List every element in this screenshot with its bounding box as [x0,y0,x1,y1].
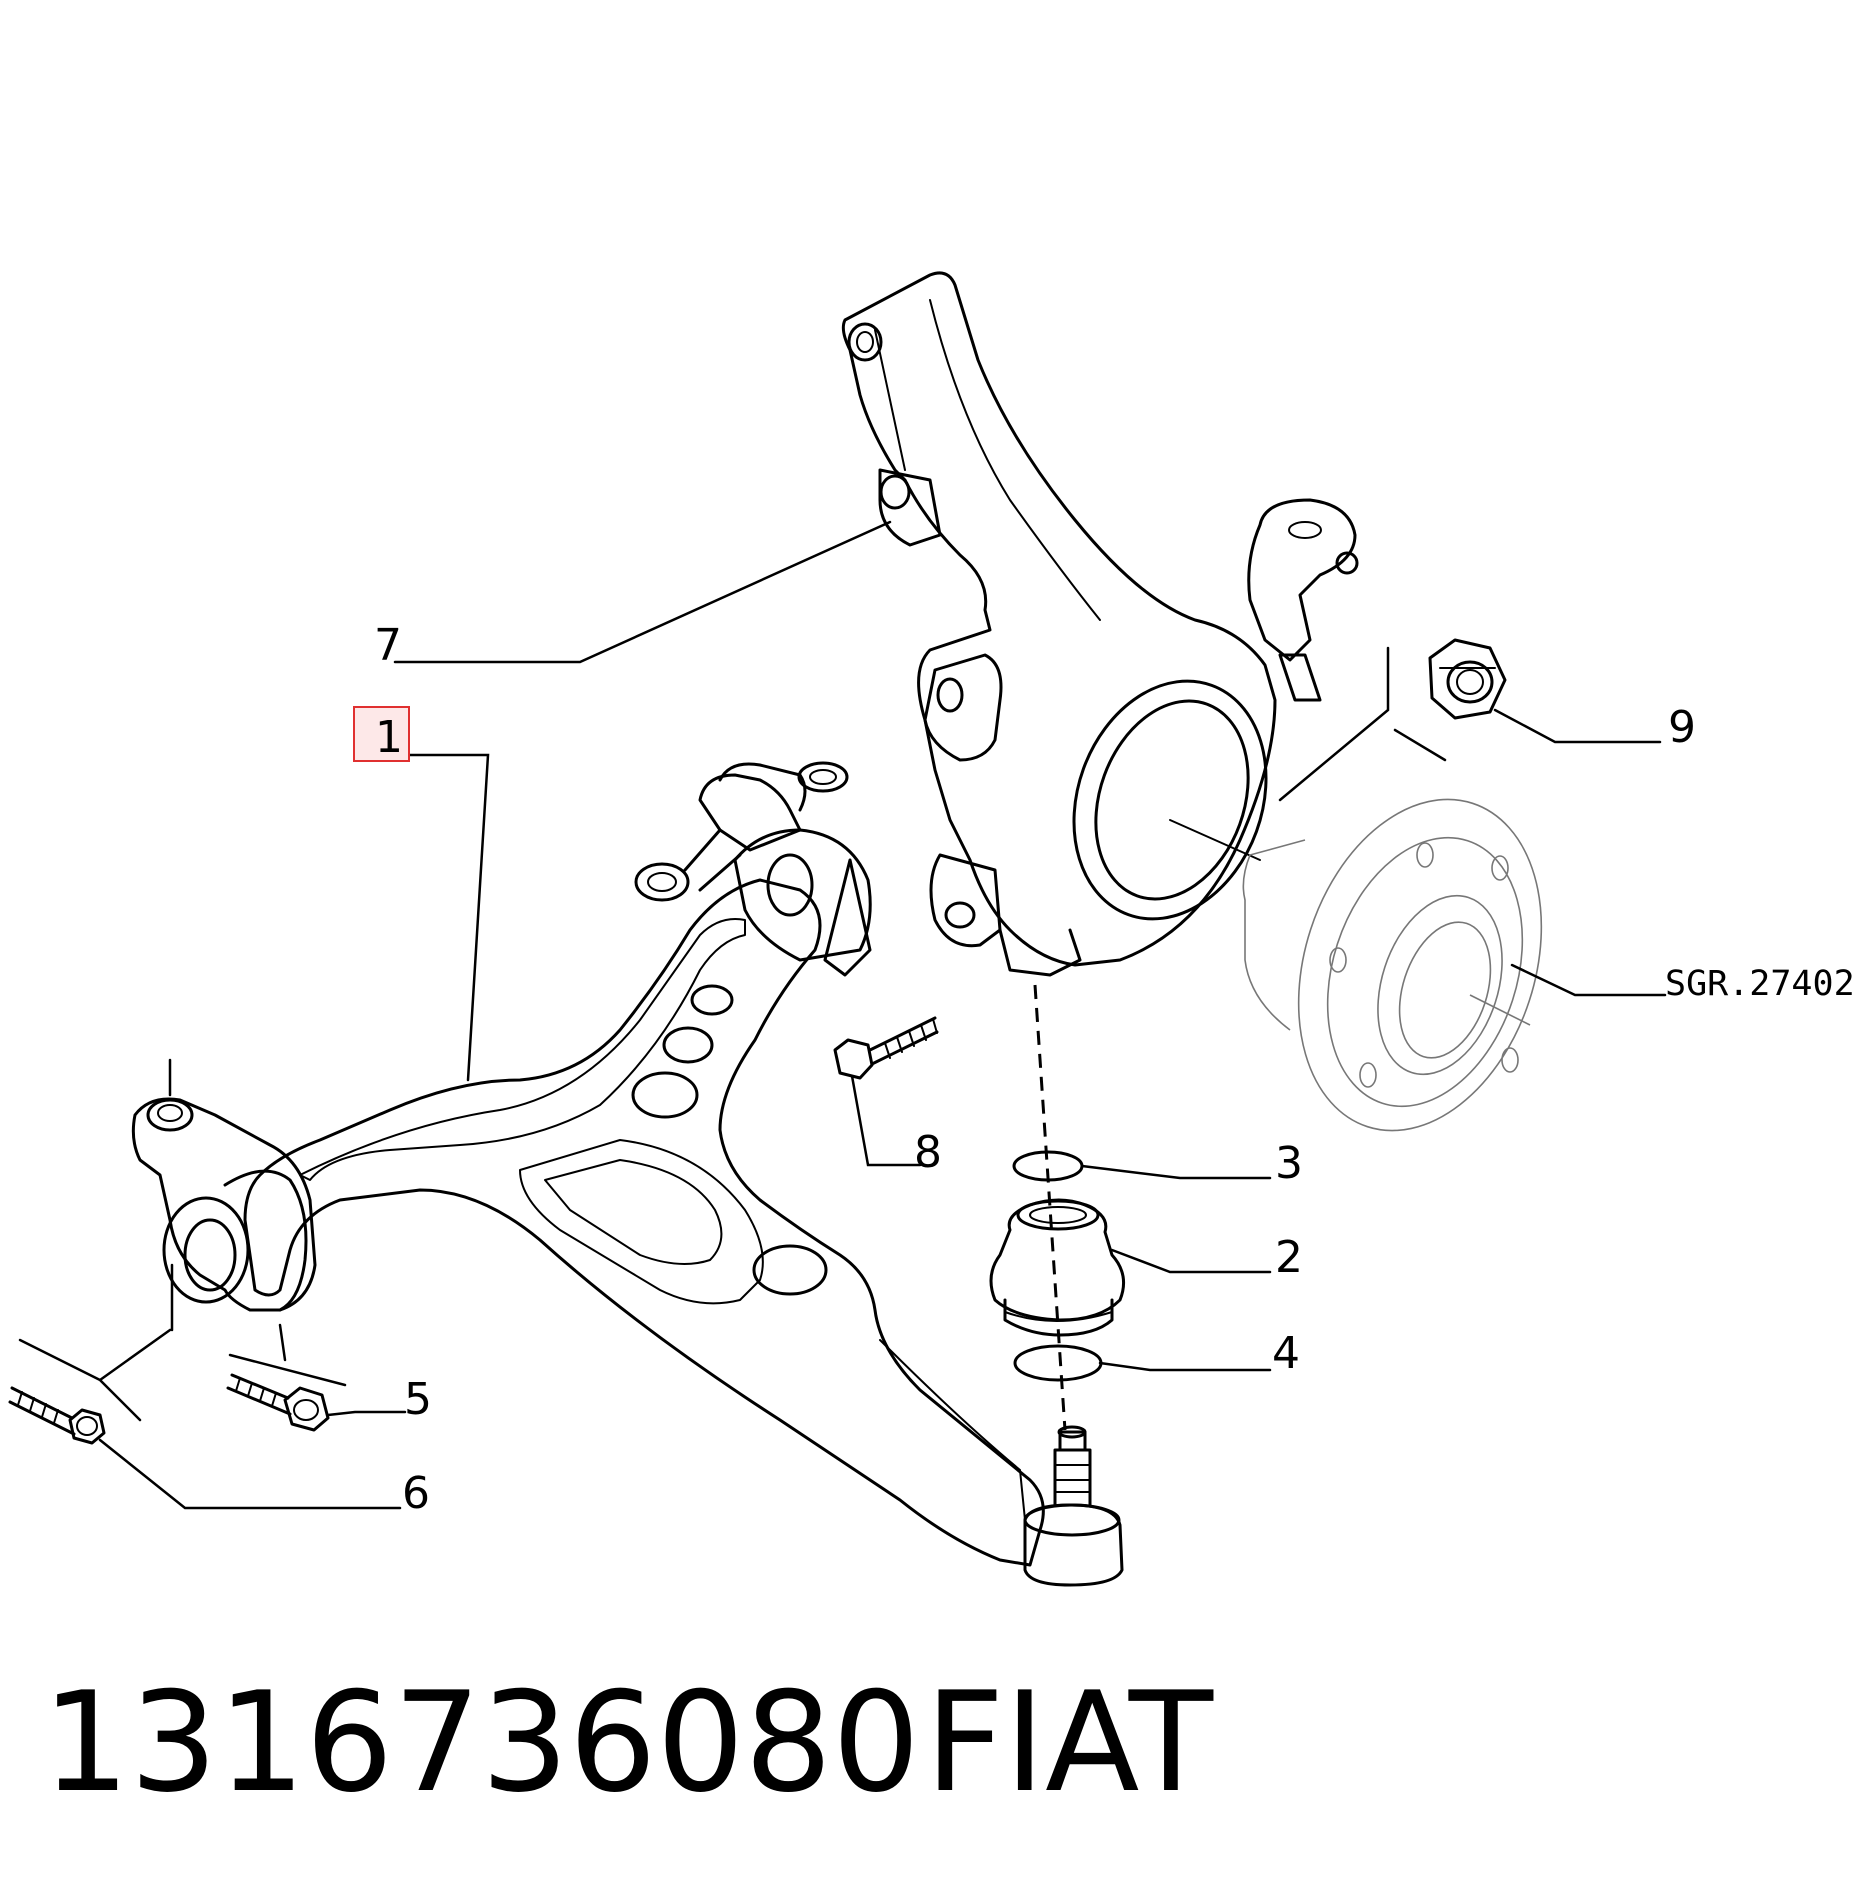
callout-5: 5 [404,1374,432,1425]
leader-4 [1098,1361,1272,1372]
leader-5 [326,1410,407,1417]
callout-4: 4 [1272,1328,1300,1379]
leader-8 [850,1074,922,1167]
leader-9 [1493,708,1662,744]
leader-sgr [1510,963,1667,997]
snap-ring-lower [1013,1344,1103,1382]
leader-7 [393,520,892,664]
leader-1 [396,753,490,1082]
leader-lines [98,520,1667,1510]
part-number: 1316736080 [42,1662,920,1823]
wheel-hub-reference [1242,798,1543,1132]
callout-2: 2 [1275,1232,1303,1283]
leader-6 [98,1438,402,1510]
nut-9 [1428,638,1507,720]
assembly-axis-ball-joint [1033,984,1067,1431]
assembly-hint-lines [18,646,1447,1422]
lower-control-arm [131,761,1124,1587]
reference-sgr-27402: SGR.27402 [1665,964,1853,1004]
callout-8: 8 [914,1127,942,1178]
bolt-8 [833,1016,939,1080]
callout-3: 3 [1275,1138,1303,1189]
brand-name: FIAT [925,1662,1214,1823]
callout-1: 1 [375,712,403,763]
callout-9: 9 [1668,702,1696,753]
leader-2 [1110,1248,1272,1274]
bolt-6 [8,1386,106,1445]
callout-6: 6 [402,1468,430,1519]
highlight-box-callout-1 [353,706,410,762]
bolt-5 [226,1373,330,1432]
leader-3 [1080,1164,1272,1180]
callout-7: 7 [374,620,402,671]
steering-knuckle [841,271,1359,977]
